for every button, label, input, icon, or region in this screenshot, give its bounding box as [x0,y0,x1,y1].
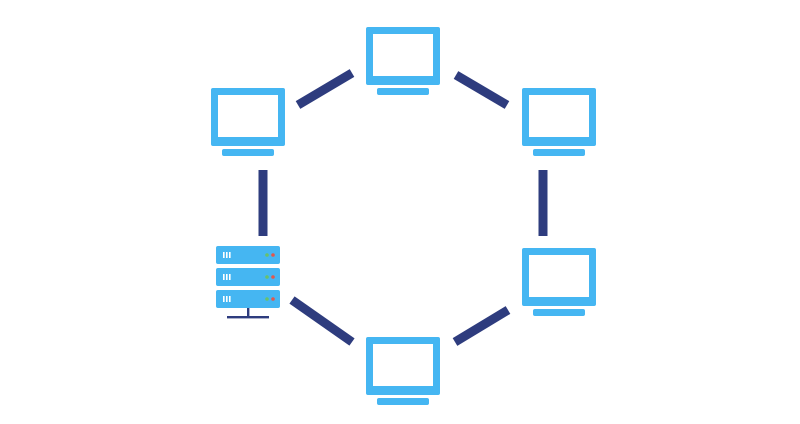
computer-monitor-icon [522,248,596,316]
computer-monitor-icon [366,27,440,95]
computer-monitor-icon [366,337,440,405]
computer-monitor-icon [211,88,285,156]
link-lower-right-to-bottom [452,306,511,346]
link-bottom-to-server [289,296,355,346]
network-links [258,69,548,346]
server-rack-icon [216,246,280,319]
computer-monitor-icon [522,88,596,156]
link-upper-left-to-top [295,69,355,109]
link-top-to-upper-right [453,71,510,109]
